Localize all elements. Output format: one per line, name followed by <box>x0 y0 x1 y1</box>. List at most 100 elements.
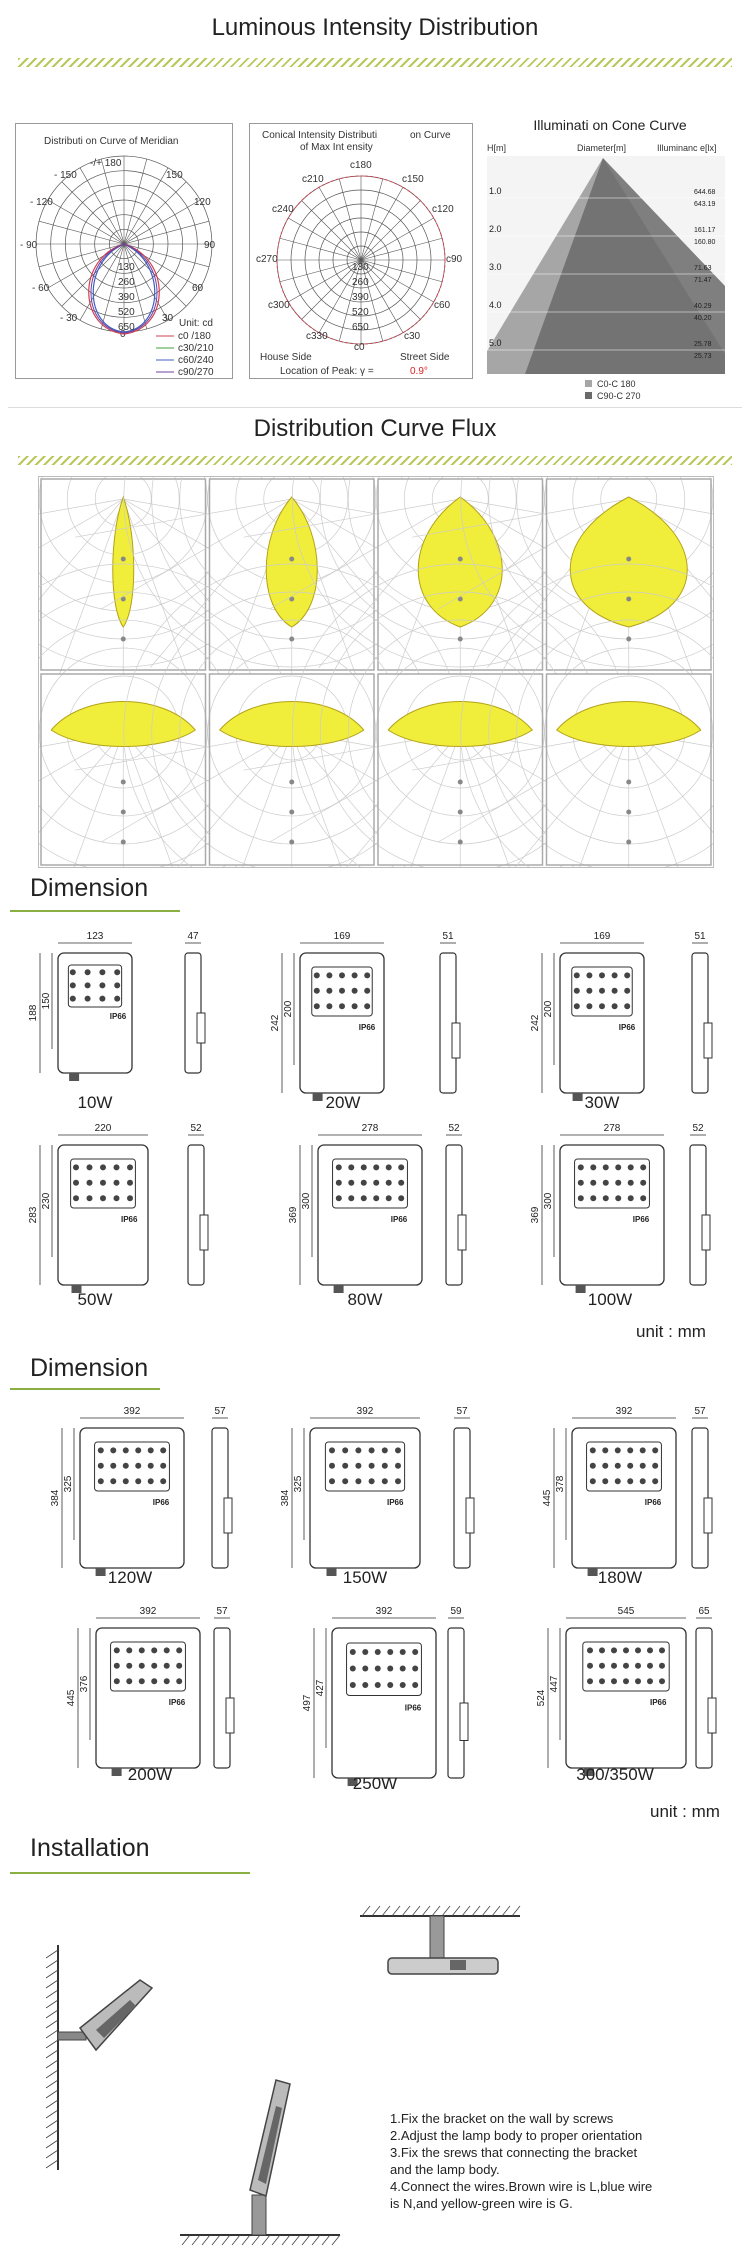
meridian-angle-m90: - 90 <box>20 240 38 251</box>
cone-legend-c90: C90-C 270 <box>597 391 641 401</box>
cone-e-c90-4: 40.20 <box>694 315 712 322</box>
meridian-curve-c0 <box>88 243 160 335</box>
dimension-title-1: Dimension <box>30 874 149 902</box>
ip-rating: IP66 <box>650 1698 667 1707</box>
polar-spoke <box>38 220 125 245</box>
installation-step-3-cont: and the lamp body. <box>390 2162 500 2177</box>
dim-depth-value: 57 <box>216 1606 228 1617</box>
dim-label-100w: 100W <box>587 1290 633 1309</box>
cone-h-5: 5.0 <box>489 338 502 348</box>
meridian-ring-520: 520 <box>118 307 135 318</box>
dim-height-value: 445 <box>542 1489 553 1506</box>
conical-peak-value: 0.9° <box>410 366 428 377</box>
polar-spoke <box>123 220 210 245</box>
divider <box>8 407 742 408</box>
polar-spoke <box>360 187 404 261</box>
flux-divider <box>18 456 732 465</box>
dim-label-200w: 200W <box>127 1765 173 1784</box>
dim-width-value: 278 <box>604 1123 621 1134</box>
cone-e-c0-3: 71.63 <box>694 265 712 272</box>
dim-inner-height-value: 427 <box>315 1679 326 1696</box>
dim-inner-height-value: 300 <box>301 1192 312 1209</box>
dim-height-value: 188 <box>28 1004 39 1021</box>
meridian-ring-260: 260 <box>118 277 135 288</box>
dim-width-value: 392 <box>376 1606 393 1617</box>
installation-step-3: 3.Fix the srews that connecting the brac… <box>390 2145 638 2160</box>
dim-inner-height-value: 325 <box>293 1475 304 1492</box>
polar-spoke <box>279 259 362 283</box>
flux-title: Distribution Curve Flux <box>253 415 497 442</box>
cone-legend-c0: C0-C 180 <box>597 379 636 389</box>
meridian-angle-m60: - 60 <box>32 283 50 294</box>
dim-label-20w: 20W <box>325 1093 361 1112</box>
meridian-curve-c90 <box>92 243 156 333</box>
flux-shape <box>556 701 702 747</box>
polar-spoke <box>318 187 362 261</box>
installation-title: Installation <box>30 1834 150 1862</box>
dim-height-value: 242 <box>270 1014 281 1031</box>
dim-height-value: 445 <box>66 1689 77 1706</box>
dim-depth-value: 51 <box>694 931 706 942</box>
cone-c90 <box>525 158 725 374</box>
conical-ring-650: 650 <box>352 322 369 333</box>
ip-rating: IP66 <box>153 1498 170 1507</box>
unit-label-2: unit : mm <box>650 1802 720 1821</box>
meridian-title: Distributi on Curve of Meridian <box>44 136 179 147</box>
meridian-unit: Unit: cd <box>179 318 213 329</box>
polar-spoke <box>338 178 362 261</box>
installation-steps: 1.Fix the bracket on the wall by screws … <box>390 2110 730 2212</box>
dim-inner-height-value: 447 <box>549 1675 560 1692</box>
dim-depth-value: 52 <box>448 1123 460 1134</box>
conical-angle-c150: c150 <box>402 174 424 185</box>
polar-spoke <box>47 199 125 245</box>
ip-rating: IP66 <box>169 1698 186 1707</box>
polar-spoke <box>123 243 210 268</box>
unit-label-1: unit : mm <box>636 1322 706 1341</box>
dim-inner-height-value: 200 <box>283 1000 294 1017</box>
dim-width-value: 392 <box>616 1406 633 1417</box>
polar-spoke <box>360 200 421 261</box>
title-divider <box>18 58 732 67</box>
flux-shape <box>265 496 318 628</box>
polar-spoke <box>79 243 125 321</box>
dimension-underline-1 <box>10 910 180 912</box>
dim-height-value: 384 <box>280 1489 291 1506</box>
cone-e-c90-2: 160.80 <box>694 239 716 246</box>
dim-depth-value: 52 <box>692 1123 704 1134</box>
cone-chart: Illuminati on Cone Curve H[m] Diameter[m… <box>487 117 725 401</box>
conical-panel: Conical Intensity Distributi on Curve of… <box>249 123 473 379</box>
dim-width-value: 545 <box>618 1606 635 1617</box>
dim-label-30w: 30W <box>584 1093 620 1112</box>
polar-spoke <box>123 243 187 307</box>
dim-inner-height-value: 200 <box>543 1000 554 1017</box>
meridian-ring-650: 650 <box>118 322 135 333</box>
conical-ring-130: 130 <box>352 262 369 273</box>
dim-width-value: 392 <box>140 1606 157 1617</box>
meridian-angle-0: 0 <box>120 329 126 340</box>
ip-rating: IP66 <box>633 1215 650 1224</box>
polar-spoke <box>123 158 148 245</box>
installation-step-4: 4.Connect the wires.Brown wire is L,blue… <box>390 2179 653 2194</box>
conical-angle-c180: c180 <box>350 160 372 171</box>
conical-ring-520: 520 <box>352 307 369 318</box>
conical-ring-390: 390 <box>352 292 369 303</box>
dimension-title-2: Dimension <box>30 1354 149 1382</box>
cone-e-c90-3: 71.47 <box>694 277 712 284</box>
conical-angle-c30: c30 <box>404 331 421 342</box>
conical-angle-c120: c120 <box>432 204 454 215</box>
flux-shape <box>219 701 365 747</box>
dim-label-250w: 250W <box>352 1774 398 1793</box>
lid-title: Luminous Intensity Distribution <box>211 14 539 41</box>
polar-spoke <box>123 167 169 245</box>
conical-title-3: of Max Int ensity <box>300 142 373 153</box>
meridian-angle-m120: - 120 <box>30 197 53 208</box>
dim-label-180w: 180W <box>597 1568 643 1587</box>
